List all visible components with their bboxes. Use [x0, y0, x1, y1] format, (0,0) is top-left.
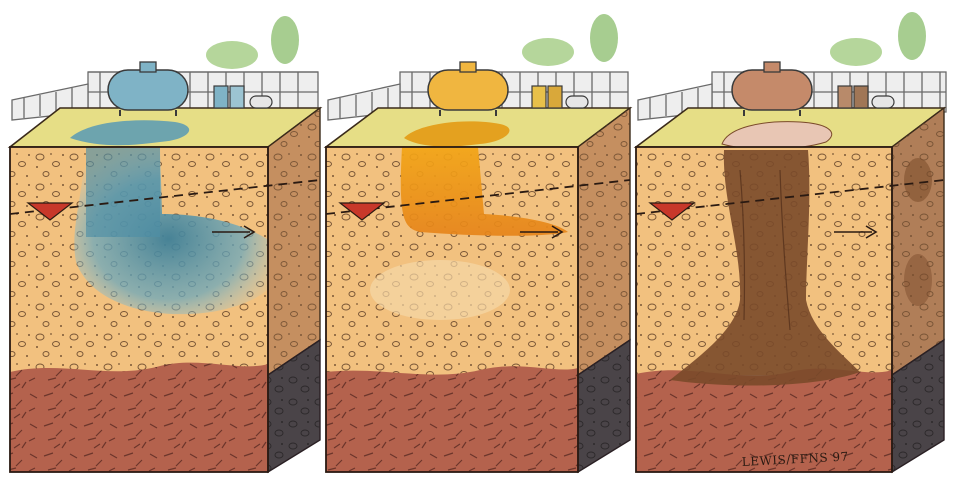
panel-floating-layer: [326, 14, 630, 472]
storage-tank-icon: [732, 62, 812, 116]
panel-dense-plume: [10, 16, 320, 472]
panel-sinking-column: LEWIS/FFNS 97: [636, 12, 946, 472]
tree-icon: [206, 16, 299, 69]
tree-icon: [830, 12, 926, 66]
tree-icon: [522, 14, 618, 66]
storage-tank-icon: [108, 62, 188, 116]
storage-tank-icon: [428, 62, 508, 116]
